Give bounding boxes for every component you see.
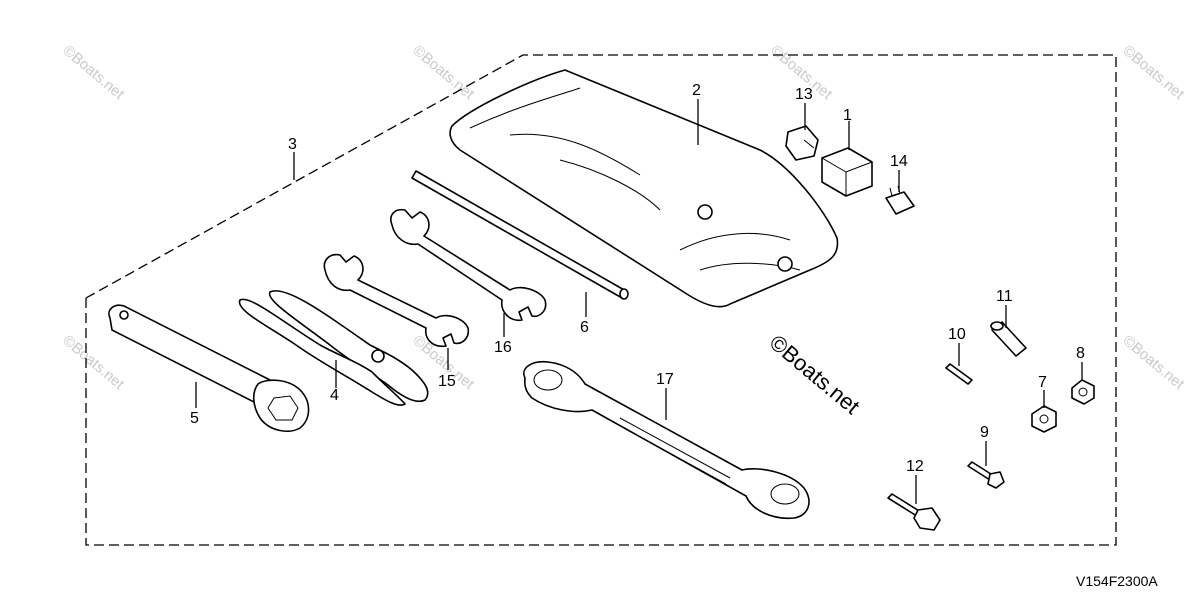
collar-icon [990, 321, 1027, 357]
callout-3: 3 [288, 136, 297, 153]
ring-wrench-icon [523, 360, 810, 520]
callout-2: 2 [692, 82, 701, 99]
callout-9: 9 [980, 424, 989, 441]
diagram-code: V154F2300A [1076, 573, 1158, 589]
watermark-center: ©Boats.net [765, 330, 865, 419]
callout-10: 10 [948, 326, 966, 343]
flange-bolt-icon [887, 493, 941, 531]
watermark-text: ©Boats.net [1119, 42, 1188, 103]
handle-bar-icon [411, 170, 629, 300]
callout-11: 11 [996, 288, 1013, 305]
tool-kit-boundary-icon [85, 54, 1117, 546]
callout-6: 6 [580, 319, 589, 336]
tool-case-icon [821, 147, 873, 197]
callout-labels: 1 2 3 4 5 6 7 8 9 10 11 12 13 14 15 16 1… [190, 82, 1085, 475]
watermark-text: ©Boats.net [59, 42, 128, 103]
callout-15: 15 [438, 373, 456, 390]
leader-lines [195, 99, 1083, 504]
cotter-pin-icon [945, 363, 973, 385]
watermark-text: ©Boats.net [59, 332, 128, 393]
callout-14: 14 [890, 153, 908, 170]
callout-4: 4 [330, 387, 339, 404]
nut-icon [1071, 379, 1095, 405]
flange-nut-icon [1031, 405, 1057, 433]
callout-1: 1 [843, 107, 852, 124]
open-end-wrench-large-icon [390, 208, 547, 322]
callout-13: 13 [795, 86, 813, 103]
open-end-wrench-small-icon [323, 253, 470, 348]
callout-12: 12 [906, 458, 924, 475]
fuse-icon [885, 185, 915, 215]
watermark-text: ©Boats.net [409, 42, 478, 103]
fuse-holder-icon [785, 125, 819, 161]
pliers-icon [238, 290, 429, 406]
callout-17: 17 [656, 371, 674, 388]
callout-8: 8 [1076, 345, 1085, 362]
box-wrench-icon [108, 304, 310, 432]
callout-7: 7 [1038, 374, 1047, 391]
callout-16: 16 [494, 339, 512, 356]
tool-bag-icon [449, 69, 839, 308]
callout-5: 5 [190, 410, 199, 427]
bolt-icon [967, 461, 1005, 489]
watermark-text: ©Boats.net [1119, 332, 1188, 393]
